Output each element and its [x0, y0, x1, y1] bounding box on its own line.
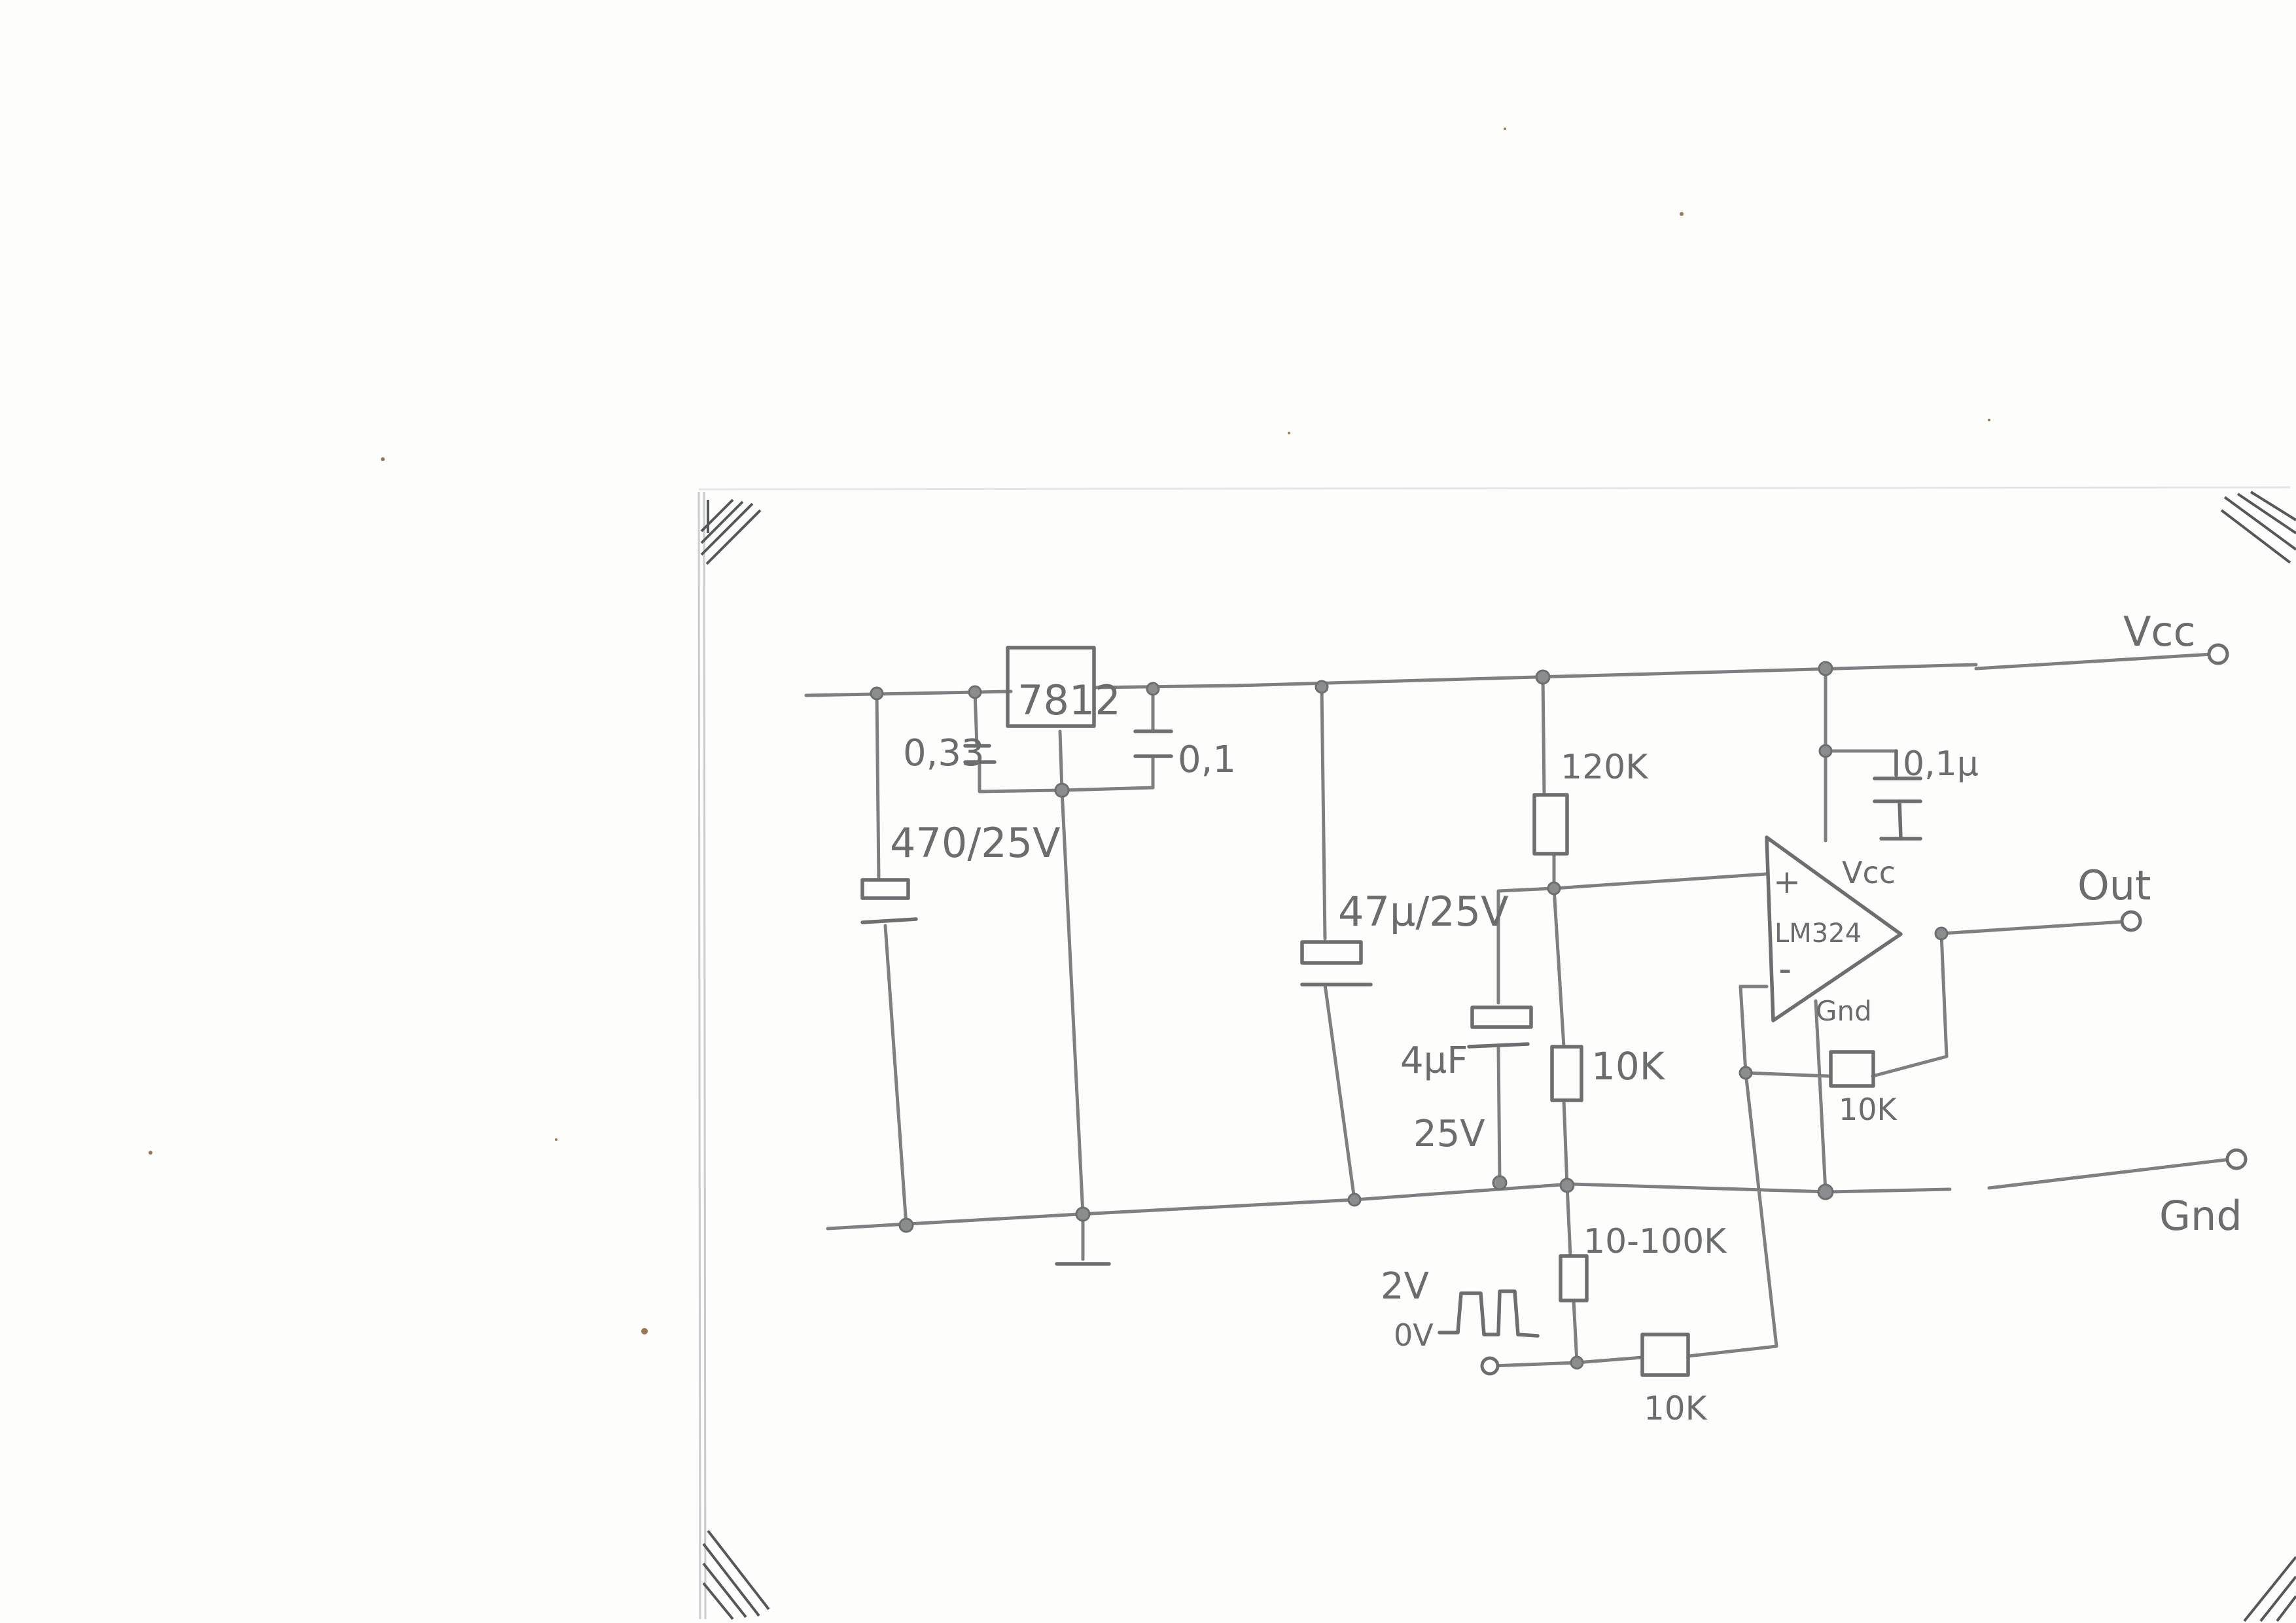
gnd-terminal: Gnd: [2159, 1148, 2248, 1240]
resistor-10k-middle-label: 10K: [1591, 1044, 1666, 1089]
opamp-lm324: + - LM324 Vcc Gnd: [1765, 835, 1903, 1027]
corner-mark-top-left: [700, 498, 762, 565]
capacitor-0-1u: 0,1µ: [1873, 744, 1979, 841]
out-terminal-label: Out: [2077, 862, 2151, 909]
corner-mark-top-right: [2220, 491, 2296, 564]
resistor-10k-feedback: 10K: [1829, 1050, 1898, 1127]
scan-specks: [149, 128, 1990, 1335]
junction-dots: [870, 661, 1949, 1370]
resistor-10k-middle: 10K: [1550, 1044, 1666, 1102]
capacitor-0-33: 0,33: [903, 732, 997, 775]
capacitor-470-label: 470/25V: [890, 819, 1061, 867]
wires: [804, 652, 2233, 1368]
pulse-waveform: 2V 0V: [1381, 1265, 1540, 1353]
pulse-low-label: 0V: [1394, 1318, 1434, 1353]
resistor-10k-feedback-label: 10K: [1839, 1092, 1898, 1127]
corner-mark-bottom-left: [702, 1529, 770, 1620]
opamp-label: LM324: [1775, 918, 1862, 949]
capacitor-4uf: 4µF 25V: [1400, 1005, 1533, 1155]
capacitor-0-1u-label: 0,1µ: [1903, 744, 1979, 784]
resistor-120k-label: 120K: [1561, 748, 1649, 787]
resistor-10-100k: 10-100K: [1559, 1222, 1727, 1302]
gnd-terminal-label: Gnd: [2159, 1192, 2242, 1240]
resistor-10-100k-label: 10-100K: [1583, 1222, 1727, 1261]
resistor-10k-input: 10K: [1640, 1333, 1708, 1427]
opamp-vcc-label: Vcc: [1842, 855, 1896, 890]
regulator-label: 7812: [1017, 676, 1121, 724]
capacitor-4uf-label: 4µF: [1400, 1039, 1468, 1082]
capacitor-0-1-label: 0,1: [1178, 739, 1236, 781]
capacitor-47u-25v: 47µ/25V: [1300, 888, 1509, 986]
paper-edge: [698, 486, 2291, 1620]
capacitor-47u-label: 47µ/25V: [1338, 888, 1509, 935]
capacitor-470-25v: 470/25V: [860, 819, 1061, 924]
pulse-high-label: 2V: [1381, 1265, 1429, 1308]
vcc-terminal: Vcc: [2123, 608, 2229, 665]
regulator-7812: 7812: [1006, 646, 1121, 728]
capacitor-4uf-voltage: 25V: [1413, 1113, 1485, 1155]
corner-mark-bottom-right: [2243, 1556, 2296, 1622]
opamp-minus: -: [1778, 948, 1792, 990]
input-terminal: [1480, 1356, 1500, 1376]
gnd-rail: [826, 1212, 1082, 1230]
out-terminal: Out: [2077, 862, 2151, 932]
vcc-terminal-label: Vcc: [2123, 608, 2196, 655]
capacitor-0-33-label: 0,33: [903, 732, 985, 775]
opamp-plus: +: [1773, 863, 1801, 901]
opamp-gnd-label: Gnd: [1816, 995, 1872, 1027]
capacitor-0-1: 0,1: [1133, 729, 1236, 781]
resistor-120k: 120K: [1532, 748, 1649, 856]
resistor-10k-input-label: 10K: [1644, 1389, 1708, 1427]
corner-marks: [700, 491, 2296, 1622]
